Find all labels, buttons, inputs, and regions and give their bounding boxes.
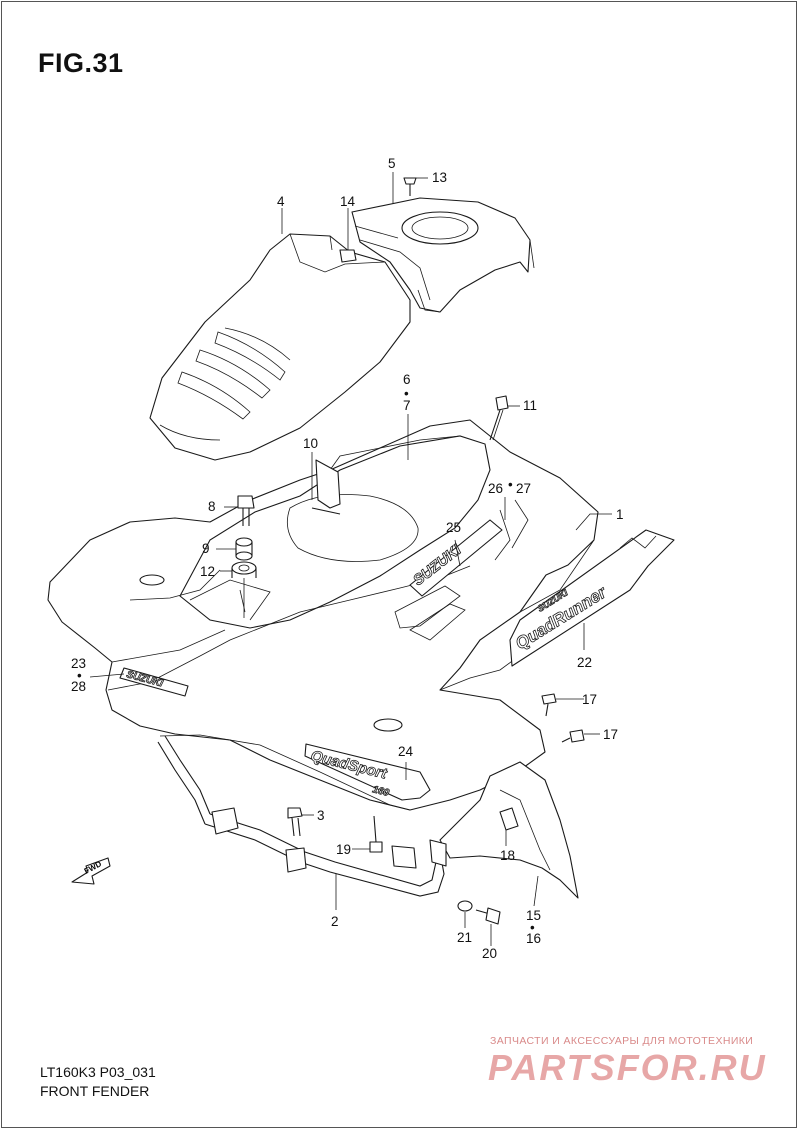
callout-27: 27: [516, 481, 531, 496]
decal-suzuki-side: SUZUKI: [394, 499, 529, 641]
callout-23-dot: •: [77, 668, 82, 683]
diagram-code: LT160K3 P03_031: [40, 1064, 156, 1080]
part-screw-19: [369, 815, 383, 853]
callout-14: 14: [340, 194, 356, 209]
part-bolt-3: [287, 807, 303, 837]
part-bolt-8: [237, 495, 255, 526]
part-bolt-20: [475, 907, 501, 925]
part-screw-13: [403, 177, 417, 196]
callout-12: 12: [200, 564, 215, 579]
part-grommet-12: [231, 561, 257, 578]
callout-18: 18: [500, 848, 515, 863]
callout-21: 21: [457, 930, 472, 945]
callout-17a: 17: [582, 692, 597, 707]
callout-26-dot: •: [508, 477, 513, 492]
callout-19: 19: [336, 842, 351, 857]
watermark-tagline: ЗАПЧАСТИ И АКСЕССУАРЫ ДЛЯ МОТОТЕХНИКИ: [490, 1035, 754, 1047]
part-screw-17b: [561, 729, 585, 743]
callout-2: 2: [331, 914, 339, 929]
callout-10: 10: [303, 436, 318, 451]
diagram-name: FRONT FENDER: [40, 1083, 150, 1099]
callout-15-dot: •: [530, 920, 535, 935]
part-clip: [499, 807, 519, 831]
part-screw-17a: [541, 693, 557, 717]
callout-6-dot: •: [404, 386, 409, 401]
fwd-direction-arrow: FWD: [71, 857, 111, 885]
callout-16: 16: [526, 931, 541, 946]
callout-5: 5: [388, 156, 396, 171]
callout-1: 1: [616, 507, 624, 522]
callout-28: 28: [71, 679, 86, 694]
callout-11: 11: [523, 398, 537, 413]
callout-3: 3: [317, 808, 325, 823]
part-bracket-10: [311, 459, 341, 515]
callout-20: 20: [482, 946, 497, 961]
part-tank-cover: [351, 197, 535, 313]
leader-lines: [89, 172, 612, 946]
watermark-brand: PARTSFOR.RU: [488, 1047, 767, 1088]
part-collar-9: [235, 537, 253, 561]
part-bolt-11: [489, 395, 509, 441]
callout-8: 8: [208, 499, 216, 514]
callout-24: 24: [398, 744, 414, 759]
callout-9: 9: [202, 541, 210, 556]
callout-7: 7: [403, 398, 411, 413]
callout-22: 22: [577, 655, 592, 670]
callout-15: 15: [526, 908, 541, 923]
part-front-cover: [149, 233, 411, 461]
callout-13: 13: [432, 170, 447, 185]
callout-23: 23: [71, 656, 86, 671]
callout-labels: 5 13 4 14 6 • 7 11 10 8 26 • 27 1 25 9 1…: [71, 156, 624, 961]
part-mud-flap: [439, 761, 579, 899]
decal-quadsport-engine: 160: [371, 784, 390, 799]
part-bumper-bar: [157, 735, 447, 897]
callout-26: 26: [488, 481, 503, 496]
part-nut-14: [339, 249, 357, 263]
part-washer-21: [457, 900, 473, 912]
callout-25: 25: [446, 520, 461, 535]
callout-6: 6: [403, 372, 411, 387]
callout-17b: 17: [603, 727, 618, 742]
figure-title: FIG.31: [38, 48, 124, 78]
callout-4: 4: [277, 194, 285, 209]
